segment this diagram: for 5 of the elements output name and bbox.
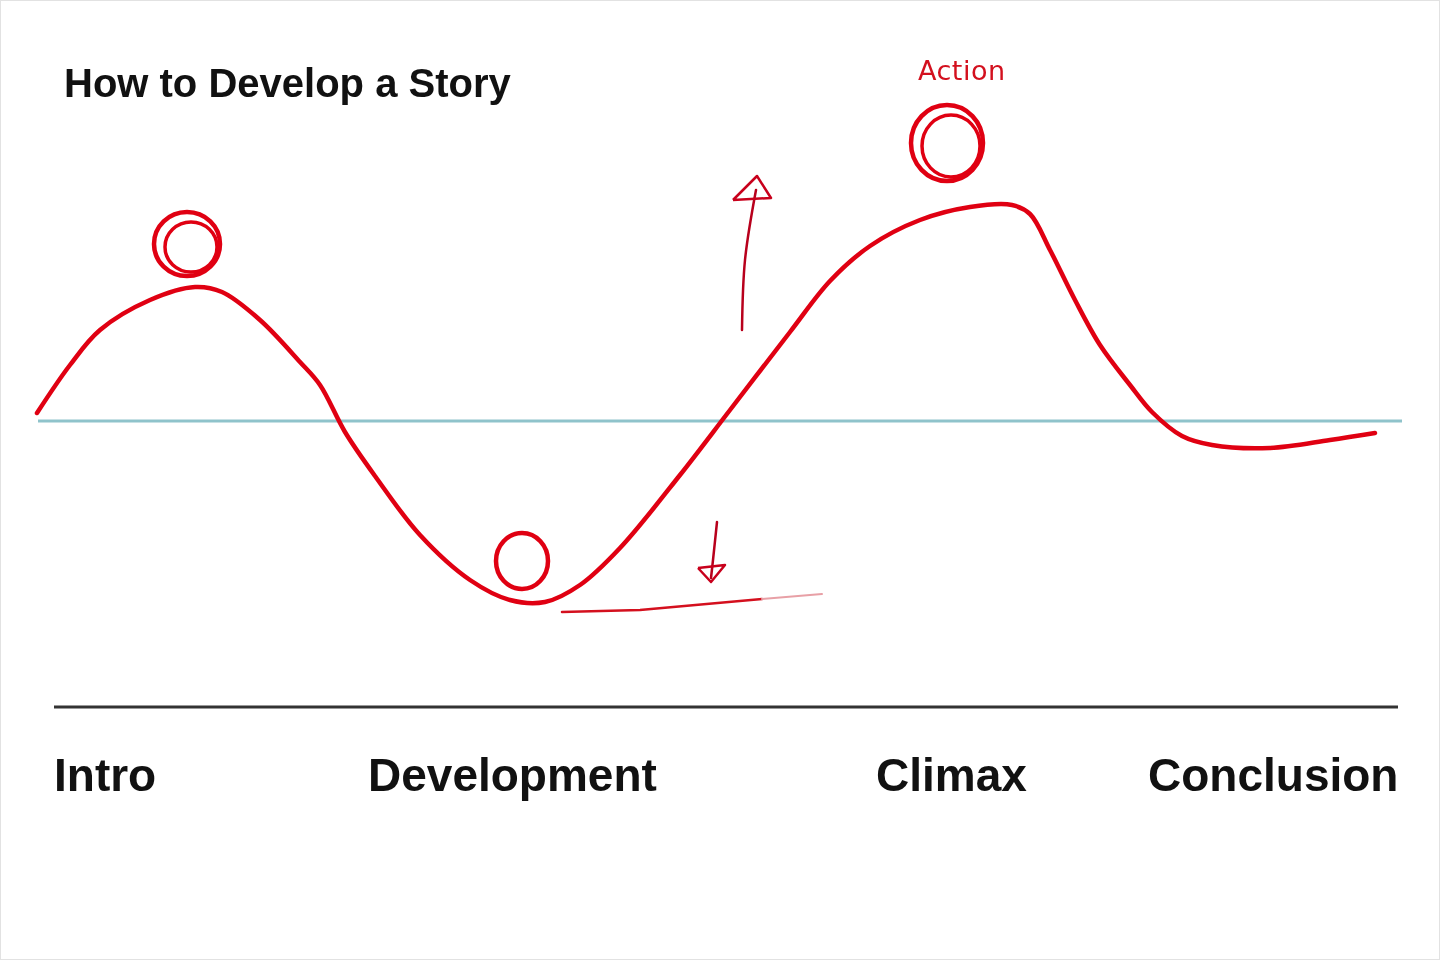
diagram-title: How to Develop a Story [64, 63, 511, 103]
stage-label: Conclusion [1148, 752, 1399, 798]
annotation-text: Action [918, 57, 1006, 84]
stage-label: Intro [54, 752, 157, 798]
stage-label: Climax [876, 752, 1027, 798]
